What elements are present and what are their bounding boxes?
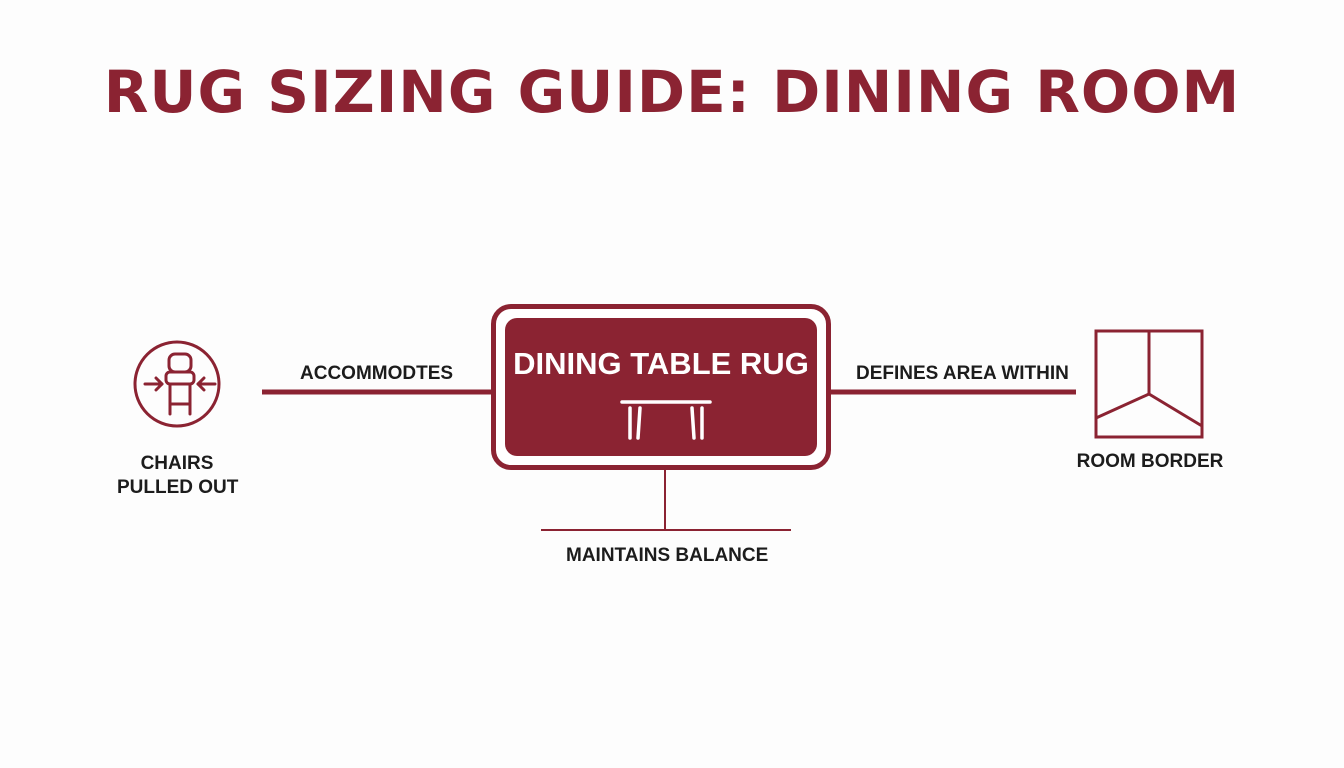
room-border-label: ROOM BORDER <box>1076 451 1224 472</box>
dining-table-rug-label: DINING TABLE RUG <box>513 346 809 381</box>
edge-label-accommodates: ACCOMMODTES <box>300 363 454 384</box>
dining-table-rug-panel: DINING TABLE RUG <box>505 318 817 456</box>
edge-label-maintains-balance: MAINTAINS BALANCE <box>566 545 769 566</box>
chairs-node-label: CHAIRS PULLED OUT <box>117 452 239 500</box>
room-corner-icon <box>1094 329 1204 439</box>
chairs-label-line2: PULLED OUT <box>117 477 239 498</box>
table-icon <box>620 400 712 440</box>
chair-pull-out-icon <box>133 340 221 428</box>
dining-table-rug-node: DINING TABLE RUG <box>491 304 831 470</box>
edge-label-defines-area: DEFINES AREA WITHIN <box>856 363 1069 384</box>
chairs-label-line1: CHAIRS <box>140 453 214 474</box>
page-title: RUG SIZING GUIDE: DINING ROOM <box>103 58 1241 126</box>
